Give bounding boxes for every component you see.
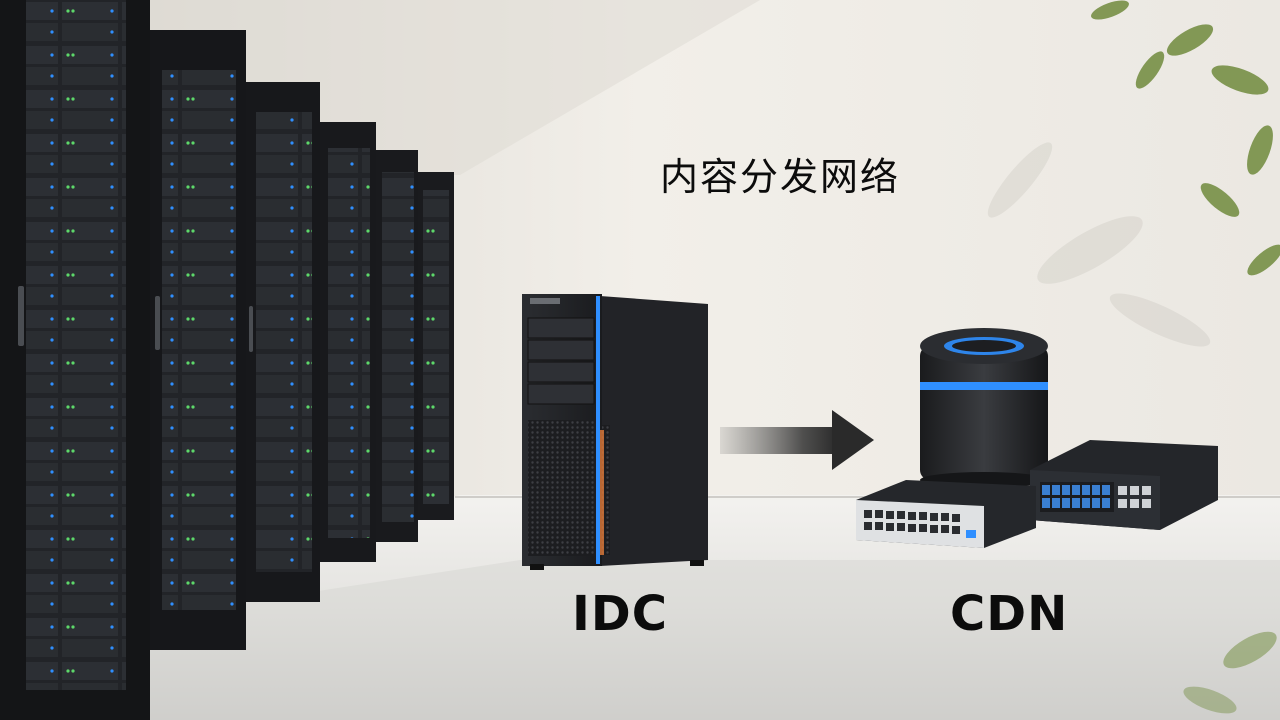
cdn-cylinder-node <box>920 328 1048 488</box>
arrow-right-icon <box>720 410 874 470</box>
idc-label: IDC <box>572 586 668 642</box>
diagram-title: 内容分发网络 <box>660 155 901 199</box>
cdn-network-switch-front <box>856 480 1036 548</box>
cdn-label: CDN <box>950 586 1069 642</box>
server-rack-row <box>0 0 454 720</box>
plant-leaves <box>1091 0 1280 714</box>
cdn-network-switch-rear <box>1030 440 1218 530</box>
idc-server-tower <box>522 294 708 570</box>
